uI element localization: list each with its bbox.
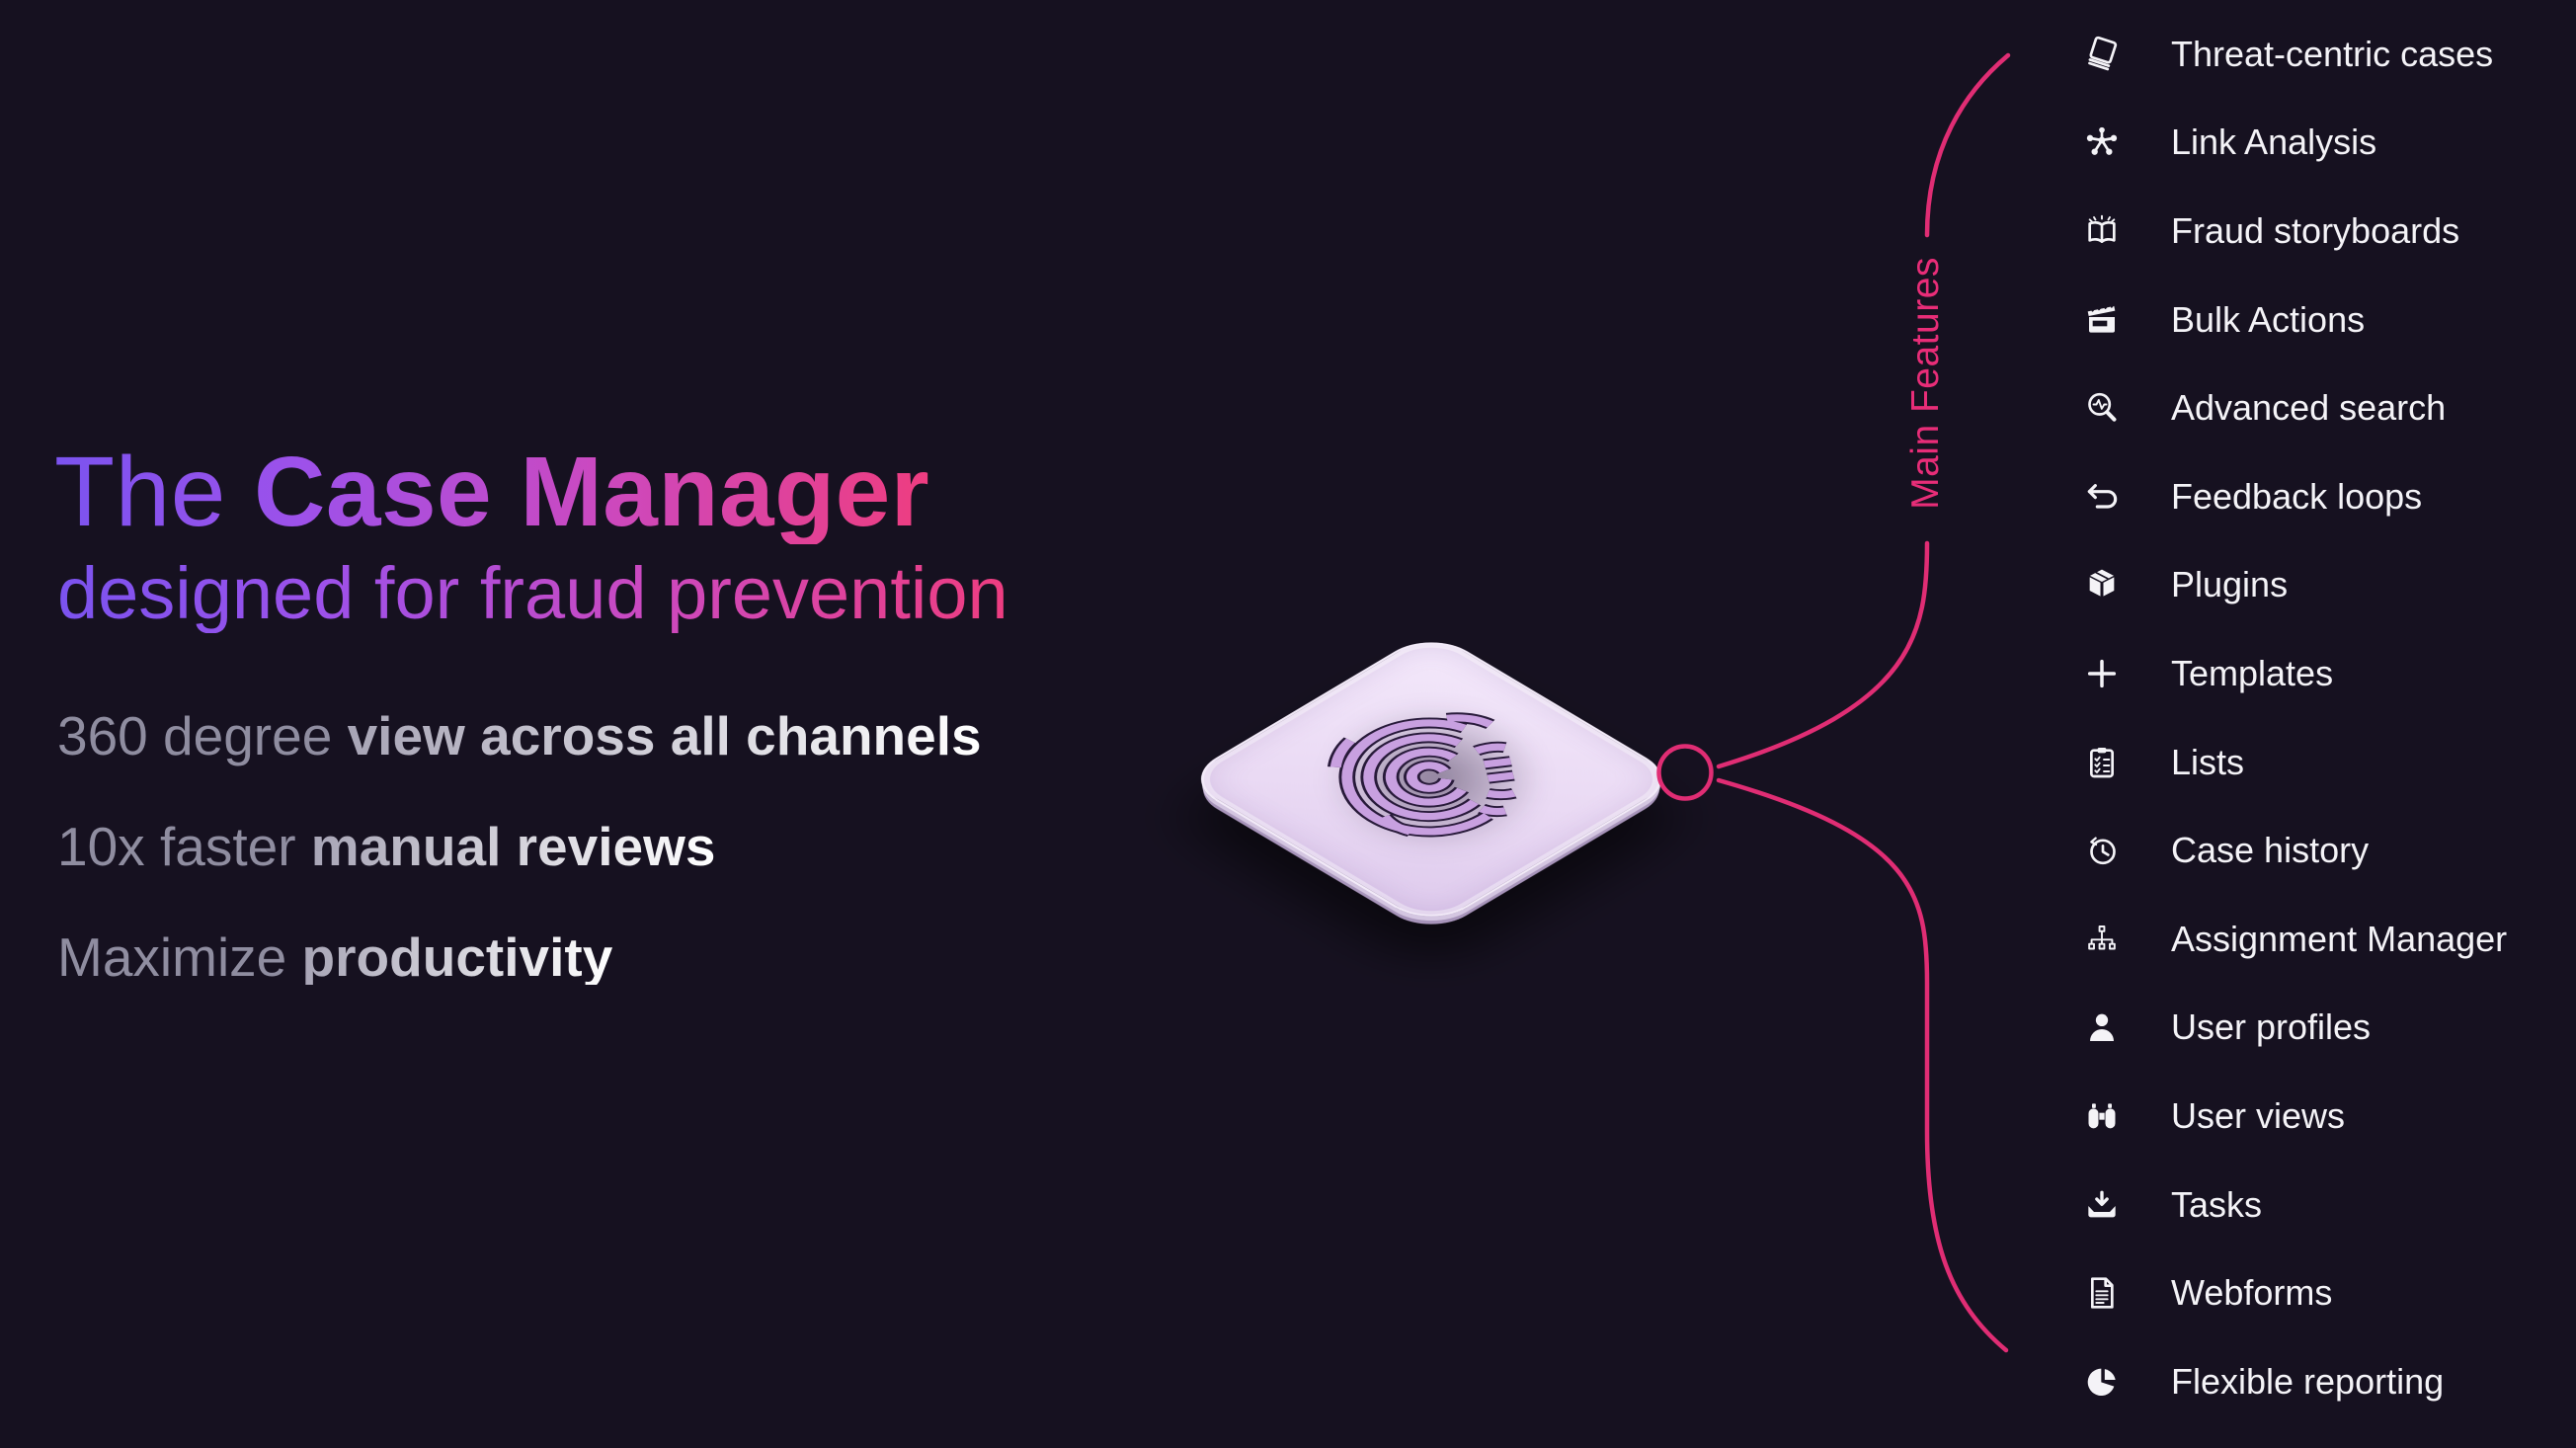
feature-item: Plugins bbox=[2078, 541, 2507, 630]
pie-chart-icon bbox=[2078, 1358, 2126, 1406]
clipboard-checklist-icon bbox=[2078, 739, 2126, 786]
feature-label: Link Analysis bbox=[2171, 121, 2377, 163]
fingerprint-icon bbox=[1308, 694, 1555, 857]
feature-item: Assignment Manager bbox=[2078, 895, 2507, 984]
feature-label: Plugins bbox=[2171, 564, 2289, 605]
storyboard-book-icon bbox=[2078, 207, 2126, 255]
feature-item: User views bbox=[2078, 1072, 2507, 1161]
feature-label: Tasks bbox=[2171, 1183, 2263, 1225]
benefit-line: Maximize productivity bbox=[57, 926, 613, 988]
feature-label: Bulk Actions bbox=[2171, 298, 2366, 340]
title-bold: Case Manager bbox=[254, 437, 930, 547]
feature-item: Threat-centric cases bbox=[2078, 10, 2507, 99]
link-analysis-icon bbox=[2078, 119, 2126, 166]
feature-item: Templates bbox=[2078, 629, 2507, 718]
page-subtitle: designed for fraud prevention bbox=[57, 552, 1008, 634]
feature-item: Case history bbox=[2078, 806, 2507, 895]
benefit-line: 10x faster manual reviews bbox=[57, 816, 716, 877]
feature-item: Fraud storyboards bbox=[2078, 187, 2507, 276]
clapperboard-icon bbox=[2078, 296, 2126, 344]
history-clock-icon bbox=[2078, 827, 2126, 874]
curve-top-segment bbox=[1924, 52, 2011, 238]
feature-item: Webforms bbox=[2078, 1248, 2507, 1337]
feature-label: User profiles bbox=[2171, 1006, 2372, 1048]
title-light: The bbox=[54, 437, 255, 547]
main-features-label: Main Features bbox=[1904, 257, 1947, 510]
feature-item: Feedback loops bbox=[2078, 452, 2507, 541]
curve-mid-segment bbox=[1716, 540, 1930, 769]
feature-label: Flexible reporting bbox=[2171, 1360, 2445, 1402]
person-icon bbox=[2078, 1004, 2126, 1051]
org-chart-icon bbox=[2078, 916, 2126, 963]
feature-item: Tasks bbox=[2078, 1161, 2507, 1249]
benefit-line: 360 degree view across all channels bbox=[57, 705, 982, 766]
benefit-list: 360 degree view across all channels 10x … bbox=[57, 709, 982, 1041]
page-title: The Case Manager bbox=[54, 441, 929, 544]
feature-item: User profiles bbox=[2078, 984, 2507, 1073]
feature-label: Assignment Manager bbox=[2171, 918, 2508, 959]
feature-item: Bulk Actions bbox=[2078, 276, 2507, 364]
feature-label: Lists bbox=[2171, 741, 2245, 782]
feature-label: Webforms bbox=[2171, 1272, 2333, 1314]
inbox-tray-icon bbox=[2078, 1181, 2126, 1229]
connector-node-circle bbox=[1656, 744, 1714, 801]
feature-item: Link Analysis bbox=[2078, 99, 2507, 188]
document-icon bbox=[2078, 1269, 2126, 1317]
tilted-cases-icon bbox=[2078, 31, 2126, 78]
feature-label: Threat-centric cases bbox=[2171, 33, 2494, 74]
plus-icon bbox=[2078, 650, 2126, 697]
feature-label: Templates bbox=[2171, 652, 2334, 693]
feature-label: Advanced search bbox=[2171, 387, 2447, 429]
fingerprint-shadow bbox=[1281, 677, 1587, 880]
binoculars-icon bbox=[2078, 1092, 2126, 1140]
feature-label: Feedback loops bbox=[2171, 475, 2423, 517]
search-pulse-icon bbox=[2078, 384, 2126, 432]
feature-label: Case history bbox=[2171, 830, 2370, 871]
feature-label: User views bbox=[2171, 1094, 2346, 1136]
feature-label: Fraud storyboards bbox=[2171, 209, 2460, 251]
feature-item: Lists bbox=[2078, 718, 2507, 807]
feature-item: Advanced search bbox=[2078, 363, 2507, 452]
curve-bottom-segment bbox=[1716, 777, 2009, 1353]
package-box-icon bbox=[2078, 561, 2126, 608]
feature-item: Flexible reporting bbox=[2078, 1337, 2507, 1426]
features-list: Threat-centric cases Link Analysis Fraud… bbox=[2078, 10, 2507, 1426]
undo-arrow-icon bbox=[2078, 473, 2126, 521]
